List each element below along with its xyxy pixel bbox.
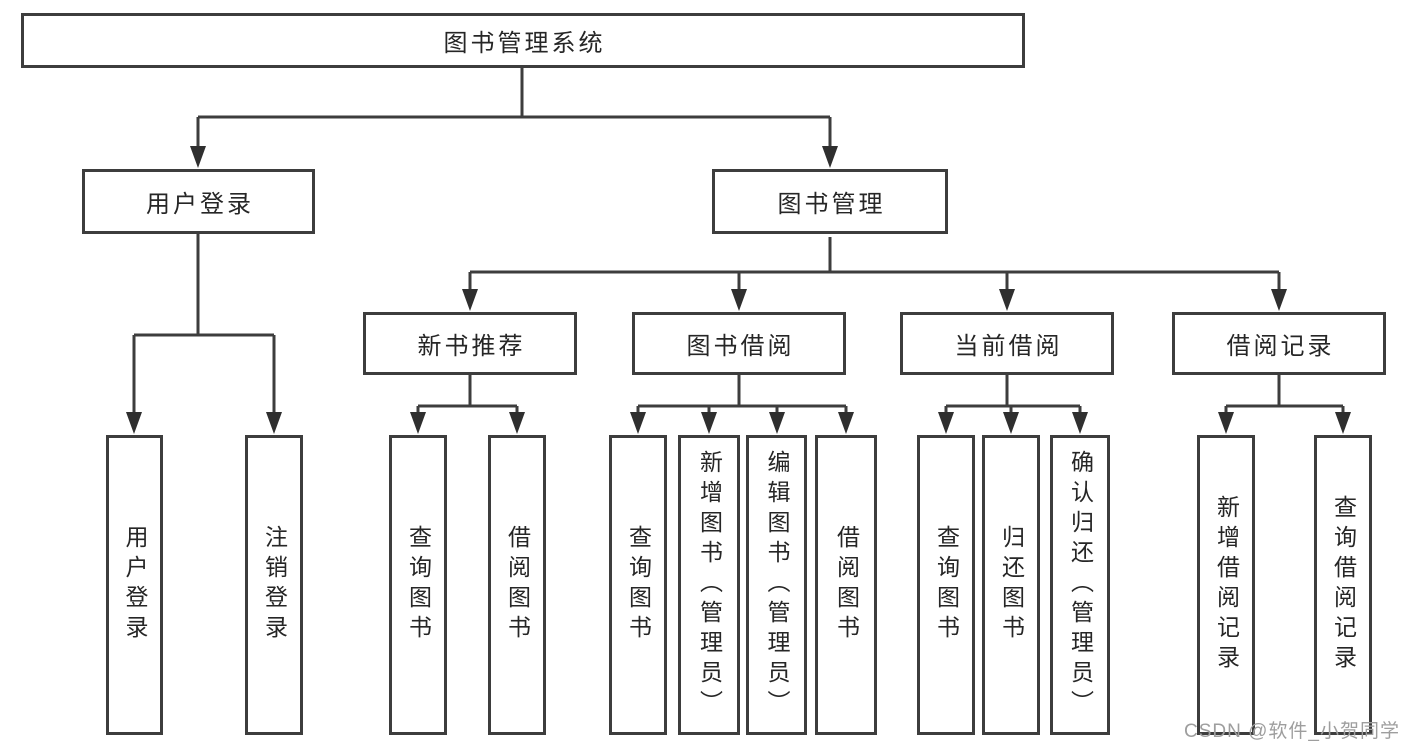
node-library-management-system: 图书管理系统	[21, 13, 1025, 68]
leaf-borrow-query-book: 查询图书	[609, 435, 667, 735]
leaf-borrow-borrow-book: 借阅图书	[815, 435, 877, 735]
leaf-label: 编辑图书（管理员）	[764, 450, 790, 720]
leaf-label: 确认归还（管理员）	[1067, 450, 1094, 720]
leaf-user-login: 用户登录	[106, 435, 163, 735]
leaf-confirm-return-admin: 确认归还（管理员）	[1050, 435, 1110, 735]
leaf-label: 新增借阅记录	[1213, 495, 1240, 675]
node-book-borrow: 图书借阅	[632, 312, 846, 375]
leaf-label: 查询图书	[933, 525, 960, 645]
node-book-management: 图书管理	[712, 169, 948, 234]
node-borrow-records: 借阅记录	[1172, 312, 1386, 375]
leaf-edit-book-admin: 编辑图书（管理员）	[746, 435, 807, 735]
leaf-label: 借阅图书	[504, 525, 531, 645]
leaf-logout-login: 注销登录	[245, 435, 303, 735]
node-label: 新书推荐	[417, 333, 526, 360]
node-label: 图书管理	[777, 191, 886, 218]
leaf-label: 查询图书	[405, 525, 432, 645]
csdn-watermark: CSDN @软件_小贺同学	[1184, 721, 1400, 742]
node-current-borrow: 当前借阅	[900, 312, 1114, 375]
leaf-label: 新增图书（管理员）	[696, 450, 723, 720]
leaf-label: 查询图书	[625, 525, 652, 645]
node-label: 图书借阅	[686, 333, 795, 360]
leaf-label: 归还图书	[998, 525, 1025, 645]
node-label: 用户登录	[146, 191, 254, 218]
leaf-newbook-borrow-book: 借阅图书	[488, 435, 546, 735]
leaf-newbook-query-book: 查询图书	[389, 435, 447, 735]
leaf-current-query-book: 查询图书	[917, 435, 975, 735]
node-label: 图书管理系统	[443, 30, 606, 57]
leaf-add-borrow-record: 新增借阅记录	[1197, 435, 1255, 735]
leaf-label: 用户登录	[122, 525, 148, 645]
node-label: 当前借阅	[954, 333, 1063, 360]
leaf-query-borrow-record: 查询借阅记录	[1314, 435, 1372, 735]
node-user-login: 用户登录	[82, 169, 315, 234]
node-label: 借阅记录	[1226, 333, 1335, 360]
leaf-add-book-admin: 新增图书（管理员）	[678, 435, 740, 735]
leaf-return-book: 归还图书	[982, 435, 1040, 735]
leaf-label: 注销登录	[261, 525, 288, 645]
node-new-book-recommend: 新书推荐	[363, 312, 577, 375]
leaf-label: 借阅图书	[833, 525, 860, 645]
leaf-label: 查询借阅记录	[1330, 495, 1357, 675]
